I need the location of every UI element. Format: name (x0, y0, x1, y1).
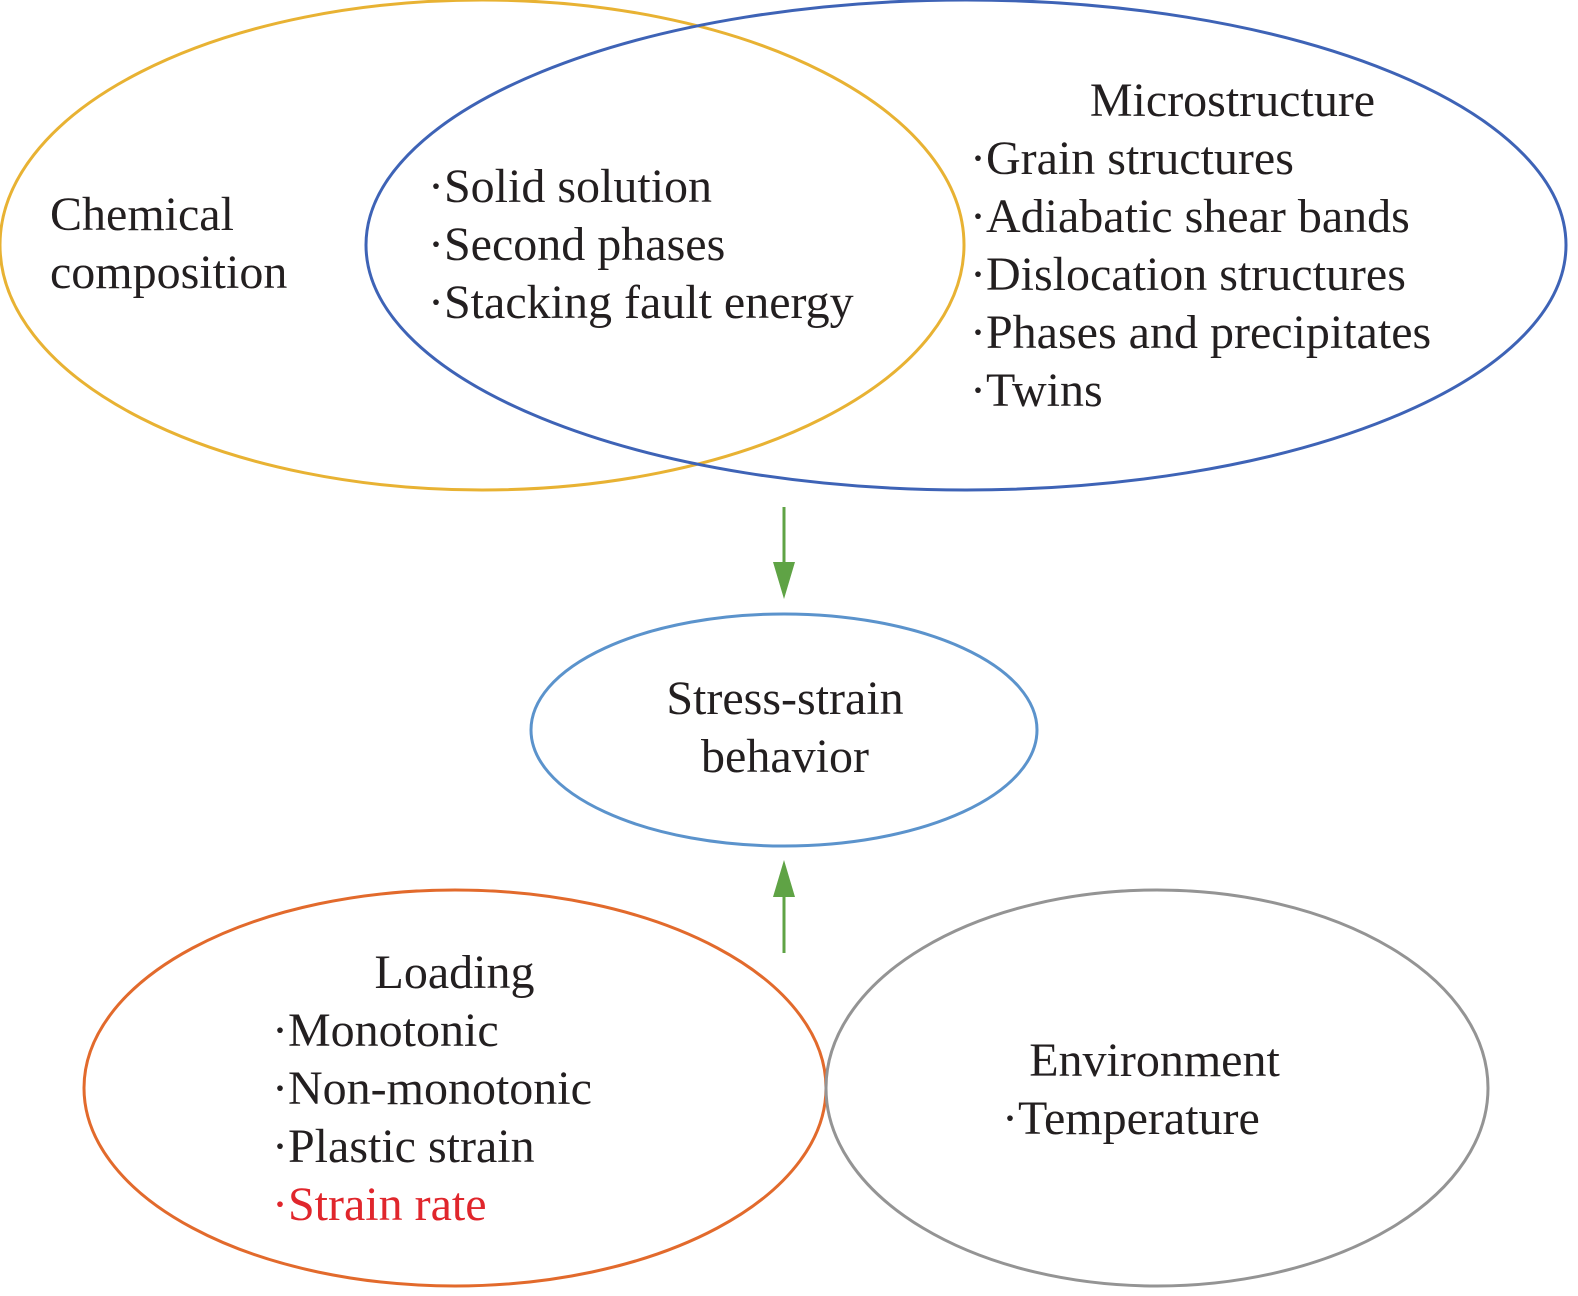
loading-block: Loading ·Monotonic ·Non-monotonic ·Plast… (272, 944, 637, 1234)
microstructure-title: Microstructure (1089, 74, 1376, 127)
list-item: ·Solid solution (428, 160, 713, 213)
chemical-line-1: Chemical (50, 188, 234, 241)
list-item: ·Plastic strain (272, 1120, 535, 1173)
stress-strain-label: Stress-strain behavior (580, 670, 990, 786)
list-item: ·Temperature (1002, 1092, 1260, 1145)
shared-factors-list: ·Solid solution ·Second phases ·Stacking… (428, 158, 854, 332)
stress-strain-line-1: Stress-strain (666, 672, 904, 725)
arrow-up-to-behavior (773, 860, 795, 953)
chemical-line-2: composition (50, 246, 288, 299)
environment-ellipse (824, 888, 1490, 1288)
list-item: ·Dislocation structures (970, 248, 1406, 301)
chemical-composition-ellipse (0, 0, 966, 492)
microstructure-ellipse (364, 0, 1568, 492)
microstructure-block: Microstructure ·Grain structures ·Adiaba… (970, 72, 1495, 420)
chemical-composition-label: Chemical composition (50, 186, 287, 302)
list-item: ·Monotonic (272, 1004, 499, 1057)
list-item: ·Second phases (428, 218, 726, 271)
stress-strain-ellipse (529, 612, 1039, 848)
loading-title: Loading (374, 946, 535, 999)
list-item: ·Grain structures (970, 132, 1294, 185)
arrow-down-to-behavior (773, 507, 795, 599)
list-item: ·Non-monotonic (272, 1062, 592, 1115)
environment-block: Environment ·Temperature (1002, 1032, 1307, 1148)
list-item: ·Adiabatic shear bands (970, 190, 1410, 243)
list-item: ·Stacking fault energy (428, 276, 854, 329)
strain-rate-item: ·Strain rate (272, 1178, 487, 1231)
stress-strain-line-2: behavior (701, 730, 869, 783)
list-item: ·Phases and precipitates (970, 306, 1432, 359)
list-item: ·Twins (970, 364, 1103, 417)
environment-title: Environment (1029, 1034, 1280, 1087)
